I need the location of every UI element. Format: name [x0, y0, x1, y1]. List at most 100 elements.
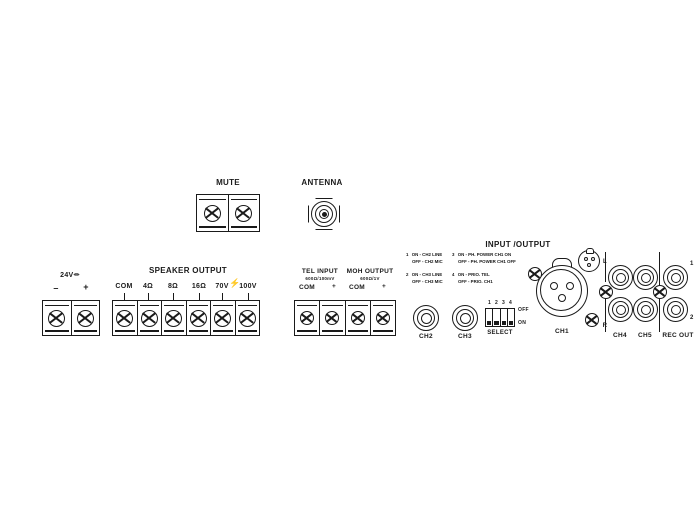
speaker-terminal-16ohm[interactable]	[187, 301, 211, 335]
dip-legend-item-4: 4 ON - PRIO. TEL OFF - PRIO. CH1	[452, 272, 493, 286]
ch4-left-label: L	[603, 259, 607, 265]
ch3-jack[interactable]	[452, 305, 478, 331]
speaker-terminal-8ohm[interactable]	[162, 301, 187, 335]
screw-icon	[76, 309, 94, 327]
jack-hole	[420, 312, 432, 324]
terminal-tick	[124, 293, 126, 300]
tel-input-spec: 600Ω/100mV	[305, 276, 335, 281]
terminal-tick	[199, 293, 201, 300]
speaker-terminal-label-8ohm: 8Ω	[167, 283, 179, 290]
tel-input-terminal-label-com: COM	[298, 284, 316, 291]
speaker-terminal-4ohm[interactable]	[138, 301, 162, 335]
power-voltage-label: 24V⏛	[60, 272, 80, 279]
moh-output-terminal-com[interactable]	[346, 301, 371, 335]
speaker-terminal-label-4ohm: 4Ω	[142, 283, 154, 290]
screw-icon	[599, 285, 613, 299]
speaker-terminal-label-100v: 100V	[239, 283, 257, 290]
xlr-pinout-pin-1	[583, 257, 588, 261]
jack-hole	[670, 304, 681, 315]
ch2-jack[interactable]	[413, 305, 439, 331]
dip-legend-number: 2	[406, 272, 409, 277]
screw-icon	[325, 311, 340, 325]
dip-legend-off: OFF - PRIO. CH1	[458, 278, 493, 284]
jack-hole	[640, 304, 651, 315]
dip-switch-2[interactable]	[493, 309, 501, 326]
power-terminal-positive[interactable]	[72, 301, 100, 335]
speaker-output-terminal-block[interactable]	[112, 300, 260, 336]
tel-moh-terminal-block[interactable]	[294, 300, 396, 336]
ch4-label: CH4	[613, 332, 627, 339]
terminal-tick	[148, 293, 150, 300]
mute-label: MUTE	[216, 178, 240, 187]
power-terminal-block[interactable]	[42, 300, 100, 336]
rec-out-2-label: 2	[690, 315, 694, 321]
screw-icon	[214, 309, 232, 327]
xlr-pinout-pin-2	[590, 257, 595, 261]
speaker-terminal-com[interactable]	[113, 301, 138, 335]
power-negative-label: –	[53, 283, 59, 293]
screw-icon	[116, 309, 134, 327]
rec-out-2-rca-jack[interactable]	[663, 297, 688, 322]
ch5-label: CH5	[638, 332, 652, 339]
screw-icon	[48, 309, 66, 327]
antenna-connector[interactable]	[306, 196, 340, 230]
high-voltage-hazard-icon: ⚡	[229, 278, 241, 288]
screw-icon	[203, 204, 221, 222]
ch1-label: CH1	[555, 328, 569, 335]
mute-terminal[interactable]	[197, 195, 229, 231]
dip-switch-4[interactable]	[508, 309, 514, 326]
tel-input-terminal-plus[interactable]	[320, 301, 346, 335]
speaker-terminal-100v[interactable]	[236, 301, 260, 335]
dip-switch-3[interactable]	[501, 309, 508, 326]
moh-output-terminal-plus[interactable]	[371, 301, 395, 335]
tel-input-terminal-label-plus: +	[331, 283, 337, 290]
jack-hole	[459, 312, 471, 324]
dip-number-1: 1	[488, 300, 492, 306]
power-positive-label: +	[83, 282, 89, 292]
ch5-right-rca-jack[interactable]	[633, 297, 658, 322]
jack-hole	[615, 272, 626, 283]
dip-legend-on: ON - CH3 LINE	[411, 272, 443, 277]
select-dip-switch[interactable]	[485, 308, 515, 327]
ch1-xlr-connector[interactable]	[536, 265, 588, 317]
dip-legend-item-3: 3 ON - PH. POWER CH1 ON OFF - PH. POWER …	[452, 252, 516, 266]
ch4-left-rca-jack[interactable]	[608, 265, 633, 290]
xlr-inner-ring	[540, 269, 582, 311]
jack-hole	[670, 272, 681, 283]
rec-out-1-label: 1	[690, 261, 694, 267]
speaker-terminal-70v[interactable]	[211, 301, 236, 335]
rec-out-1-rca-jack[interactable]	[663, 265, 688, 290]
jack-hole	[640, 272, 651, 283]
xlr-pinout-latch	[586, 248, 594, 254]
dip-number-4: 4	[509, 300, 513, 306]
dip-legend-off: OFF - CH3 MIC	[412, 278, 443, 284]
mute-terminal-block[interactable]	[196, 194, 260, 232]
dip-number-2: 2	[495, 300, 499, 306]
mute-terminal[interactable]	[229, 195, 260, 231]
ch5-left-rca-jack[interactable]	[633, 265, 658, 290]
dip-legend-item-2: 2 ON - CH3 LINE OFF - CH3 MIC	[406, 272, 443, 286]
ch4-right-rca-jack[interactable]	[608, 297, 633, 322]
moh-output-heading: MOH OUTPUT	[346, 268, 394, 275]
speaker-terminal-label-16ohm: 16Ω	[191, 283, 207, 290]
antenna-center-pin	[321, 211, 327, 217]
divider-line	[605, 252, 607, 282]
moh-output-terminal-label-plus: +	[381, 283, 387, 290]
tel-input-terminal-com[interactable]	[295, 301, 321, 335]
dip-legend-number: 4	[452, 272, 455, 277]
power-terminal-negative[interactable]	[43, 301, 72, 335]
moh-output-terminal-label-com: COM	[348, 284, 366, 291]
dip-legend-off: OFF - PH. POWER CH1 OFF	[458, 258, 516, 264]
dip-switch-1[interactable]	[486, 309, 494, 326]
dip-legend-on: ON - CH2 LINE	[411, 252, 443, 257]
screw-icon	[375, 311, 390, 325]
terminal-tick	[222, 293, 224, 300]
jack-hole	[615, 304, 626, 315]
ch3-label: CH3	[458, 333, 472, 340]
screw-icon	[189, 309, 207, 327]
screw-icon	[350, 311, 365, 325]
terminal-tick	[248, 293, 250, 300]
dip-legend-on: ON - PRIO. TEL	[457, 272, 490, 277]
screw-icon	[235, 204, 253, 222]
